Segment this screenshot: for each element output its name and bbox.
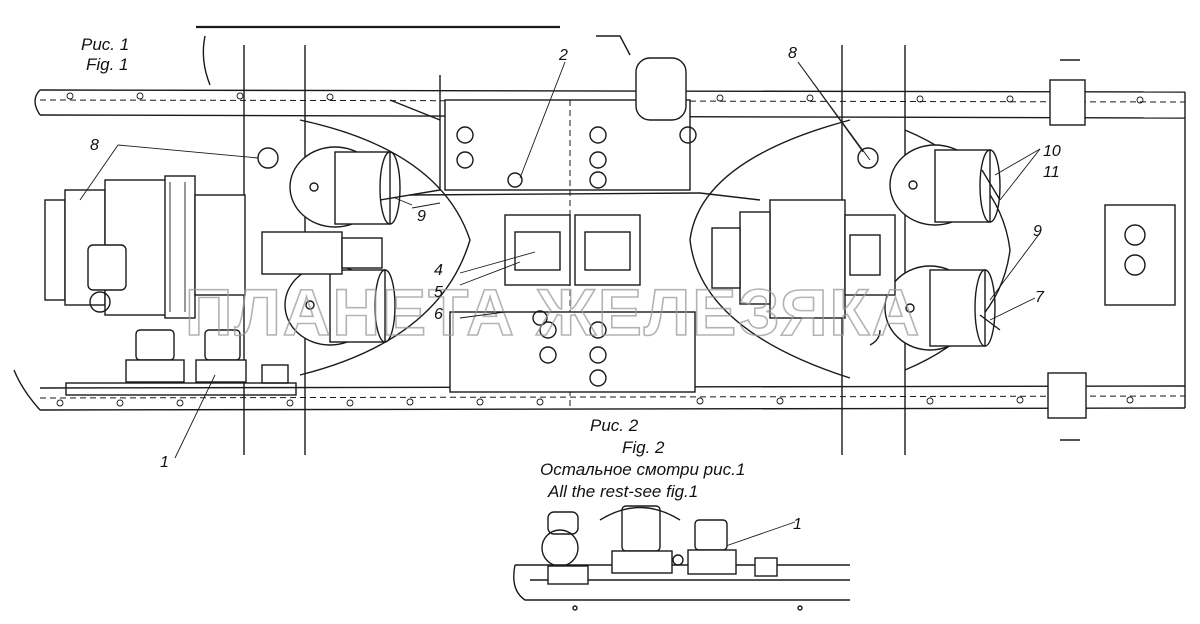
left-brake-chambers — [284, 146, 401, 346]
figure-2-note-en: All the rest-see fig.1 — [547, 482, 698, 501]
callout-11: 11 — [1043, 164, 1060, 181]
figure-2-drawing — [513, 505, 850, 611]
callout-1-fig1: 1 — [160, 454, 169, 471]
callout-8-left: 8 — [90, 137, 99, 154]
callout-1-fig2: 1 — [793, 516, 802, 533]
callout-9-right: 9 — [1033, 223, 1042, 240]
left-reducer — [44, 175, 246, 319]
figure-2-note-ru: Остальное смотри рис.1 — [540, 460, 745, 479]
figure-2-caption-en: Fig. 2 — [622, 438, 665, 457]
figure-1-drawing — [13, 25, 1186, 455]
callout-8-right: 8 — [788, 45, 797, 62]
rail-bolts-top — [66, 92, 1144, 104]
watermark: ПЛАНЕТА ЖЕЛЕЗЯКА — [185, 275, 921, 349]
callout-5: 5 — [434, 284, 443, 301]
callout-2: 2 — [558, 47, 568, 64]
callout-10: 10 — [1043, 143, 1061, 160]
center-suspension — [444, 99, 697, 410]
right-differential — [711, 199, 896, 319]
callout-6: 6 — [434, 306, 443, 323]
rail-bolts-bottom — [56, 396, 1134, 407]
figure-1-caption-en: Fig. 1 — [86, 55, 129, 74]
figure-2-caption-ru: Рис. 2 — [590, 416, 639, 435]
callout-9-left: 9 — [417, 208, 426, 225]
figure-1-caption-ru: Рис. 1 — [81, 35, 129, 54]
callout-4: 4 — [434, 262, 443, 279]
left-valve-group — [65, 329, 297, 396]
leader-lines — [79, 61, 1041, 549]
callout-7: 7 — [1035, 289, 1045, 306]
right-brake-chambers — [884, 144, 1001, 351]
